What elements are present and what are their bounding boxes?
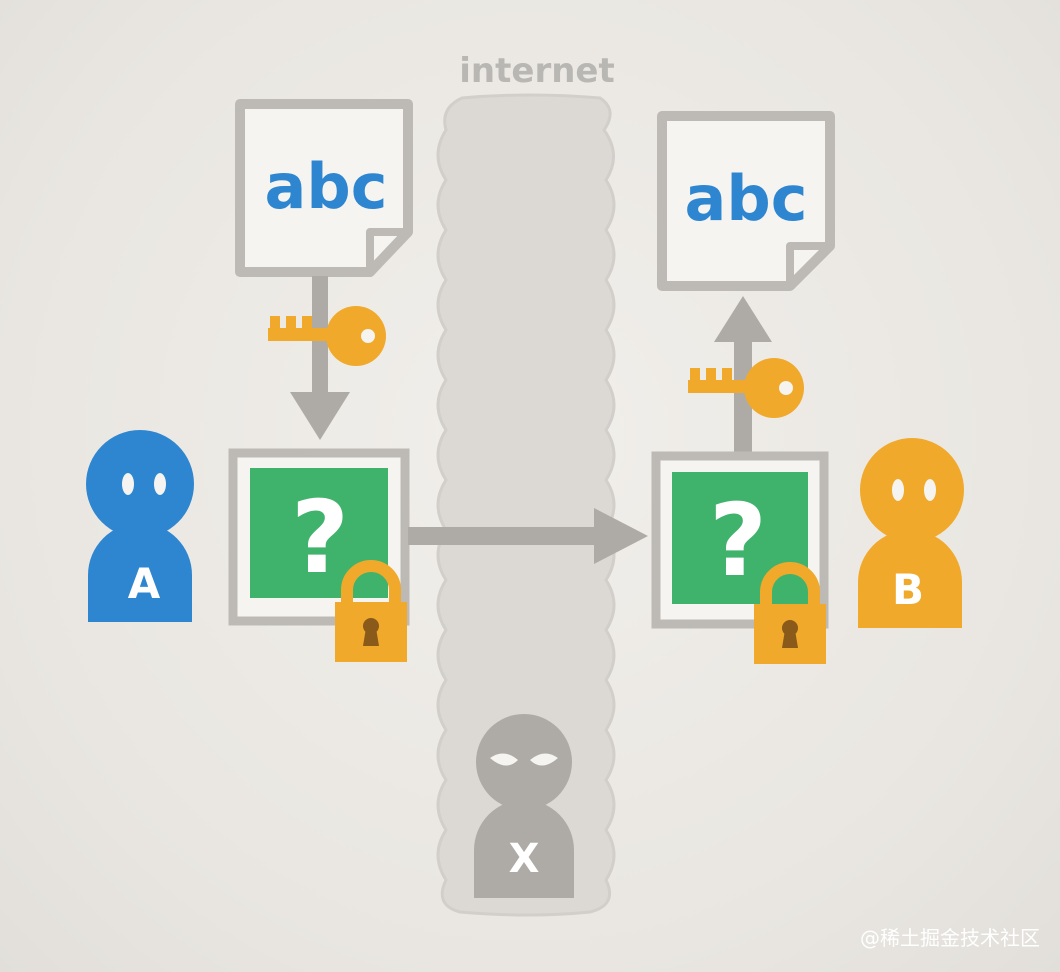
lock-icon bbox=[335, 560, 407, 662]
key-icon bbox=[688, 358, 804, 418]
arrow-icon bbox=[714, 296, 772, 456]
key-icon bbox=[268, 306, 386, 366]
watermark: @稀土掘金技术社区 bbox=[860, 926, 1040, 950]
eavesdropper-label: X bbox=[509, 836, 540, 882]
hacker-icon bbox=[474, 714, 574, 898]
internet-label: internet bbox=[459, 51, 614, 91]
lock-icon bbox=[754, 562, 826, 664]
document-icon bbox=[657, 111, 835, 291]
arrow-icon bbox=[408, 508, 648, 564]
document-text-right: abc bbox=[685, 162, 808, 235]
encrypted-symbol-left: ? bbox=[291, 479, 349, 596]
encrypted-box-right bbox=[651, 451, 829, 629]
person-icon bbox=[86, 430, 194, 622]
document-icon bbox=[235, 99, 413, 277]
receiver-label: B bbox=[892, 565, 924, 614]
person-icon bbox=[858, 438, 964, 628]
internet-band bbox=[436, 93, 616, 917]
encrypted-symbol-right: ? bbox=[709, 482, 767, 599]
encrypted-box-left bbox=[228, 448, 410, 626]
sender-label: A bbox=[128, 559, 161, 608]
document-text-left: abc bbox=[265, 150, 388, 223]
